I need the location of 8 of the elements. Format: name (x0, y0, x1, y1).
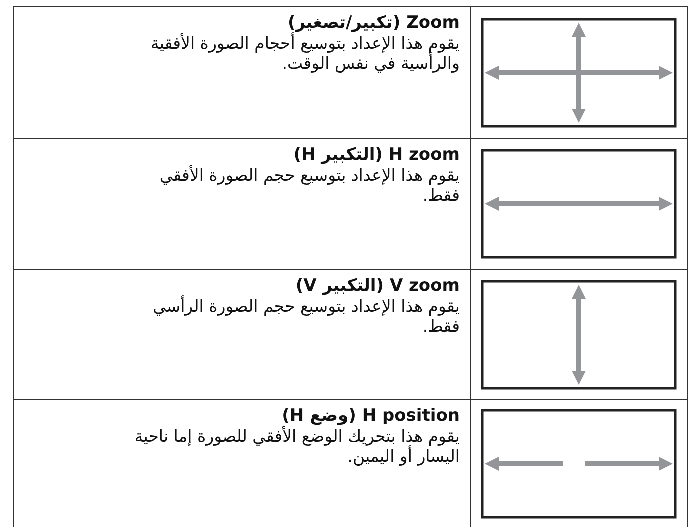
setting-heading: Zoom (تكبير/تصغير) (288, 13, 460, 33)
setting-description: يقوم هذا بتحريك الوضع الأفقي للصورة إما ناحية اليسار أو اليمين. (134, 427, 460, 467)
setting-heading: V zoom (التكبير V) (296, 276, 460, 297)
setting-description: يقوم هذا الإعداد بتوسيع حجم الصورة الأفقي فقط. (158, 166, 460, 206)
setting-description: يقوم هذا الإعداد بتوسيع أحجام الصورة الأفقية والرأسية في نفس الوقت. (150, 34, 460, 74)
setting-heading: H zoom (التكبير H) (294, 145, 460, 166)
setting-heading: H position (وضع H) (282, 406, 460, 426)
setting-description: يقوم هذا الإعداد بتوسيع حجم الصورة الرأسي فقط. (152, 297, 460, 337)
